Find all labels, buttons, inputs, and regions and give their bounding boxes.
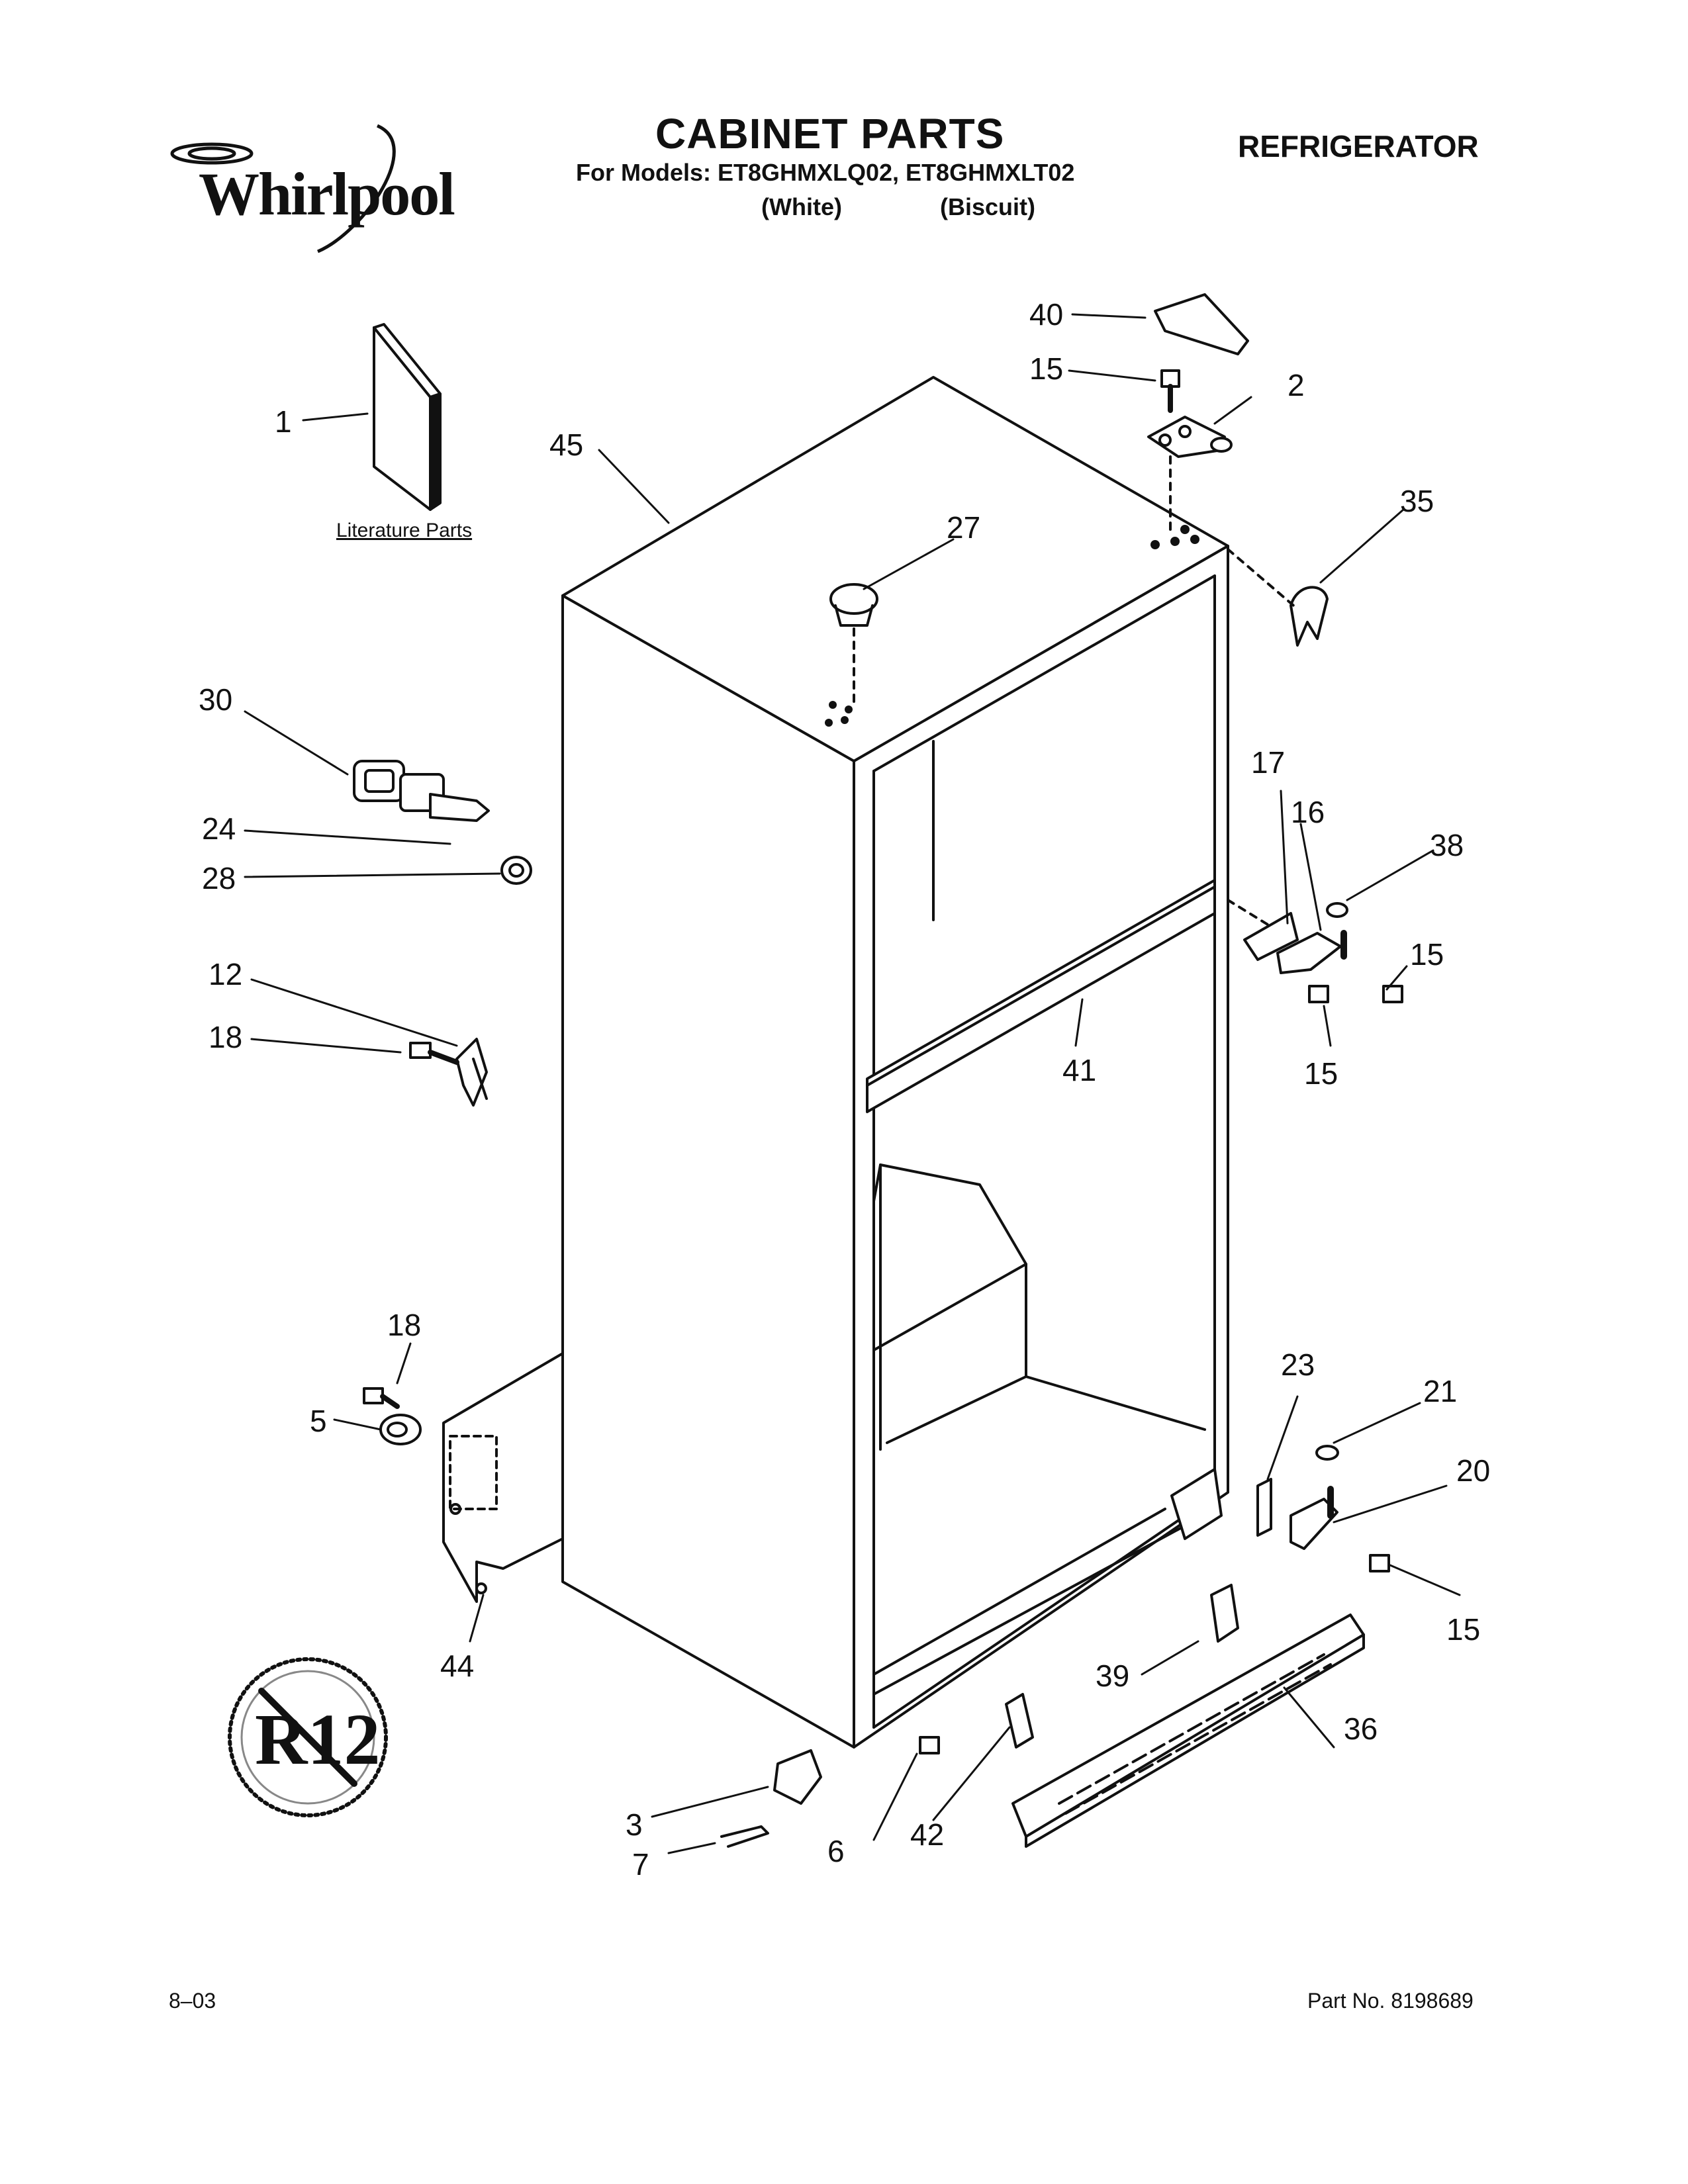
callout-41: 41 [1062, 1053, 1097, 1087]
page-title: CABINET PARTS [655, 110, 1005, 158]
side-support-panel [363, 1352, 564, 1603]
callout-2: 2 [1288, 368, 1305, 402]
callout-28: 28 [202, 861, 236, 895]
callout-42: 42 [910, 1817, 945, 1852]
appliance-category: REFRIGERATOR [1238, 129, 1479, 163]
divider-rail [866, 879, 1216, 1113]
part-number: Part No. 8198689 [1307, 1989, 1474, 2013]
top-hinge [1147, 369, 1233, 531]
models-line: For Models: ET8GHMXLQ02, ET8GHMXLT02 [576, 159, 1075, 186]
callout-27: 27 [947, 510, 981, 545]
brand-logo-text: Whirlpool [199, 160, 455, 228]
callout-23: 23 [1281, 1347, 1315, 1382]
callout-20: 20 [1456, 1453, 1491, 1488]
callout-leaders [244, 313, 1461, 1854]
callout-5: 5 [310, 1404, 327, 1438]
callout-17: 17 [1251, 745, 1286, 780]
grille-clip-left [1005, 1693, 1034, 1749]
callout-15-center-right: 15 [1410, 937, 1444, 972]
callout-6: 6 [827, 1834, 845, 1868]
callout-39: 39 [1096, 1659, 1130, 1693]
leveling-foot [720, 1736, 940, 1848]
callout-1: 1 [275, 404, 292, 439]
callout-12: 12 [209, 957, 243, 991]
callout-24: 24 [202, 811, 236, 846]
callout-18-light: 18 [209, 1020, 243, 1054]
callout-15-top: 15 [1029, 351, 1064, 386]
callout-18-clamp: 18 [387, 1308, 422, 1342]
bottom-hinge [1170, 1445, 1390, 1572]
variant-biscuit: (Biscuit) [940, 193, 1035, 220]
plug-holes [825, 701, 853, 727]
callout-44: 44 [440, 1649, 475, 1683]
callout-15-bottom: 15 [1446, 1612, 1481, 1647]
center-hinge [1227, 899, 1403, 1003]
callout-16: 16 [1291, 795, 1325, 829]
callout-38: 38 [1430, 828, 1464, 862]
no-r12-badge-label: R12 [255, 1699, 381, 1780]
date-code: 8–03 [169, 1989, 216, 2013]
callout-36: 36 [1344, 1711, 1378, 1746]
hinge-cover [1154, 293, 1249, 355]
variant-white: (White) [761, 193, 842, 220]
top-hole-pattern [1150, 525, 1199, 549]
no-r12-badge [228, 1657, 388, 1817]
whirlpool-logo: Whirlpool [165, 119, 455, 265]
callout-45: 45 [549, 428, 584, 462]
callout-21: 21 [1423, 1374, 1458, 1408]
callout-35: 35 [1400, 484, 1434, 518]
callout-30: 30 [199, 682, 233, 717]
callout-7: 7 [632, 1847, 649, 1882]
cabinet-body [561, 376, 1229, 1749]
literature-parts-caption: Literature Parts [336, 520, 473, 541]
cabinet-plug [829, 583, 878, 703]
callout-40: 40 [1029, 297, 1064, 332]
trim-clip [1289, 586, 1329, 647]
literature-parts-booklet [373, 323, 442, 511]
light-bracket [409, 1038, 488, 1107]
callout-3: 3 [626, 1807, 643, 1842]
cold-control-assembly [353, 760, 532, 885]
grille-clip-right [1210, 1584, 1239, 1643]
whirlpool-swirl-icon [170, 124, 396, 253]
base-grille [1011, 1614, 1365, 1848]
callout-15-center-bottom: 15 [1304, 1056, 1338, 1091]
